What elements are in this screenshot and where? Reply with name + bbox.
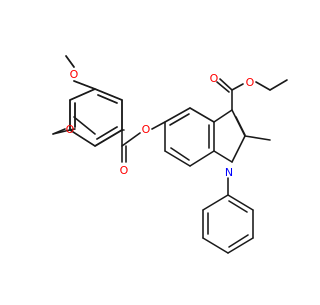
atom-o-methoxy-bottom: O: [66, 123, 75, 136]
structure-canvas: O O O O O O N: [0, 0, 300, 300]
background: [0, 0, 300, 300]
bond-network: [52, 55, 288, 254]
atom-o-benzoate-carbonyl: O: [120, 164, 129, 177]
atom-o-ethyl-ester-carbonyl: O: [210, 72, 219, 85]
atom-o-ethyl-ester: O: [246, 76, 255, 89]
atom-n-indole: N: [225, 166, 233, 179]
atom-o-ester-link: O: [142, 123, 151, 136]
molecule-drawing: O O O O O O N: [0, 0, 300, 300]
atom-o-methoxy-top: O: [70, 68, 79, 81]
